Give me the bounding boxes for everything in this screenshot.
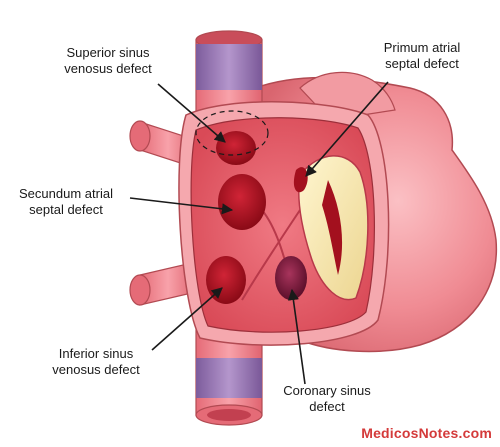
arrow-inferior	[151, 287, 223, 351]
label-primum-atrial-septal-defect: Primum atrial septal defect	[383, 40, 461, 71]
arrow-coronary	[287, 288, 306, 385]
arrow-superior	[157, 83, 226, 143]
label-inferior-sinus-venosus-defect: Inferior sinus venosus defect	[52, 346, 140, 377]
watermark: MedicosNotes.com	[361, 425, 492, 441]
arrow-secundum	[129, 197, 234, 215]
primum-defect-slit	[322, 180, 343, 275]
label-secundum-atrial-septal-defect: Secundum atrial septal defect	[19, 186, 113, 217]
label-coronary-sinus-defect: Coronary sinus defect	[283, 383, 371, 414]
label-superior-sinus-venosus-defect: Superior sinus venosus defect	[64, 45, 152, 76]
svc-purple-band	[196, 44, 262, 90]
coronary-defect	[275, 256, 307, 300]
ivc-purple-band	[196, 358, 262, 398]
secundum-defect	[218, 174, 266, 230]
superior-defect	[216, 131, 256, 165]
arrow-primum	[305, 81, 389, 177]
